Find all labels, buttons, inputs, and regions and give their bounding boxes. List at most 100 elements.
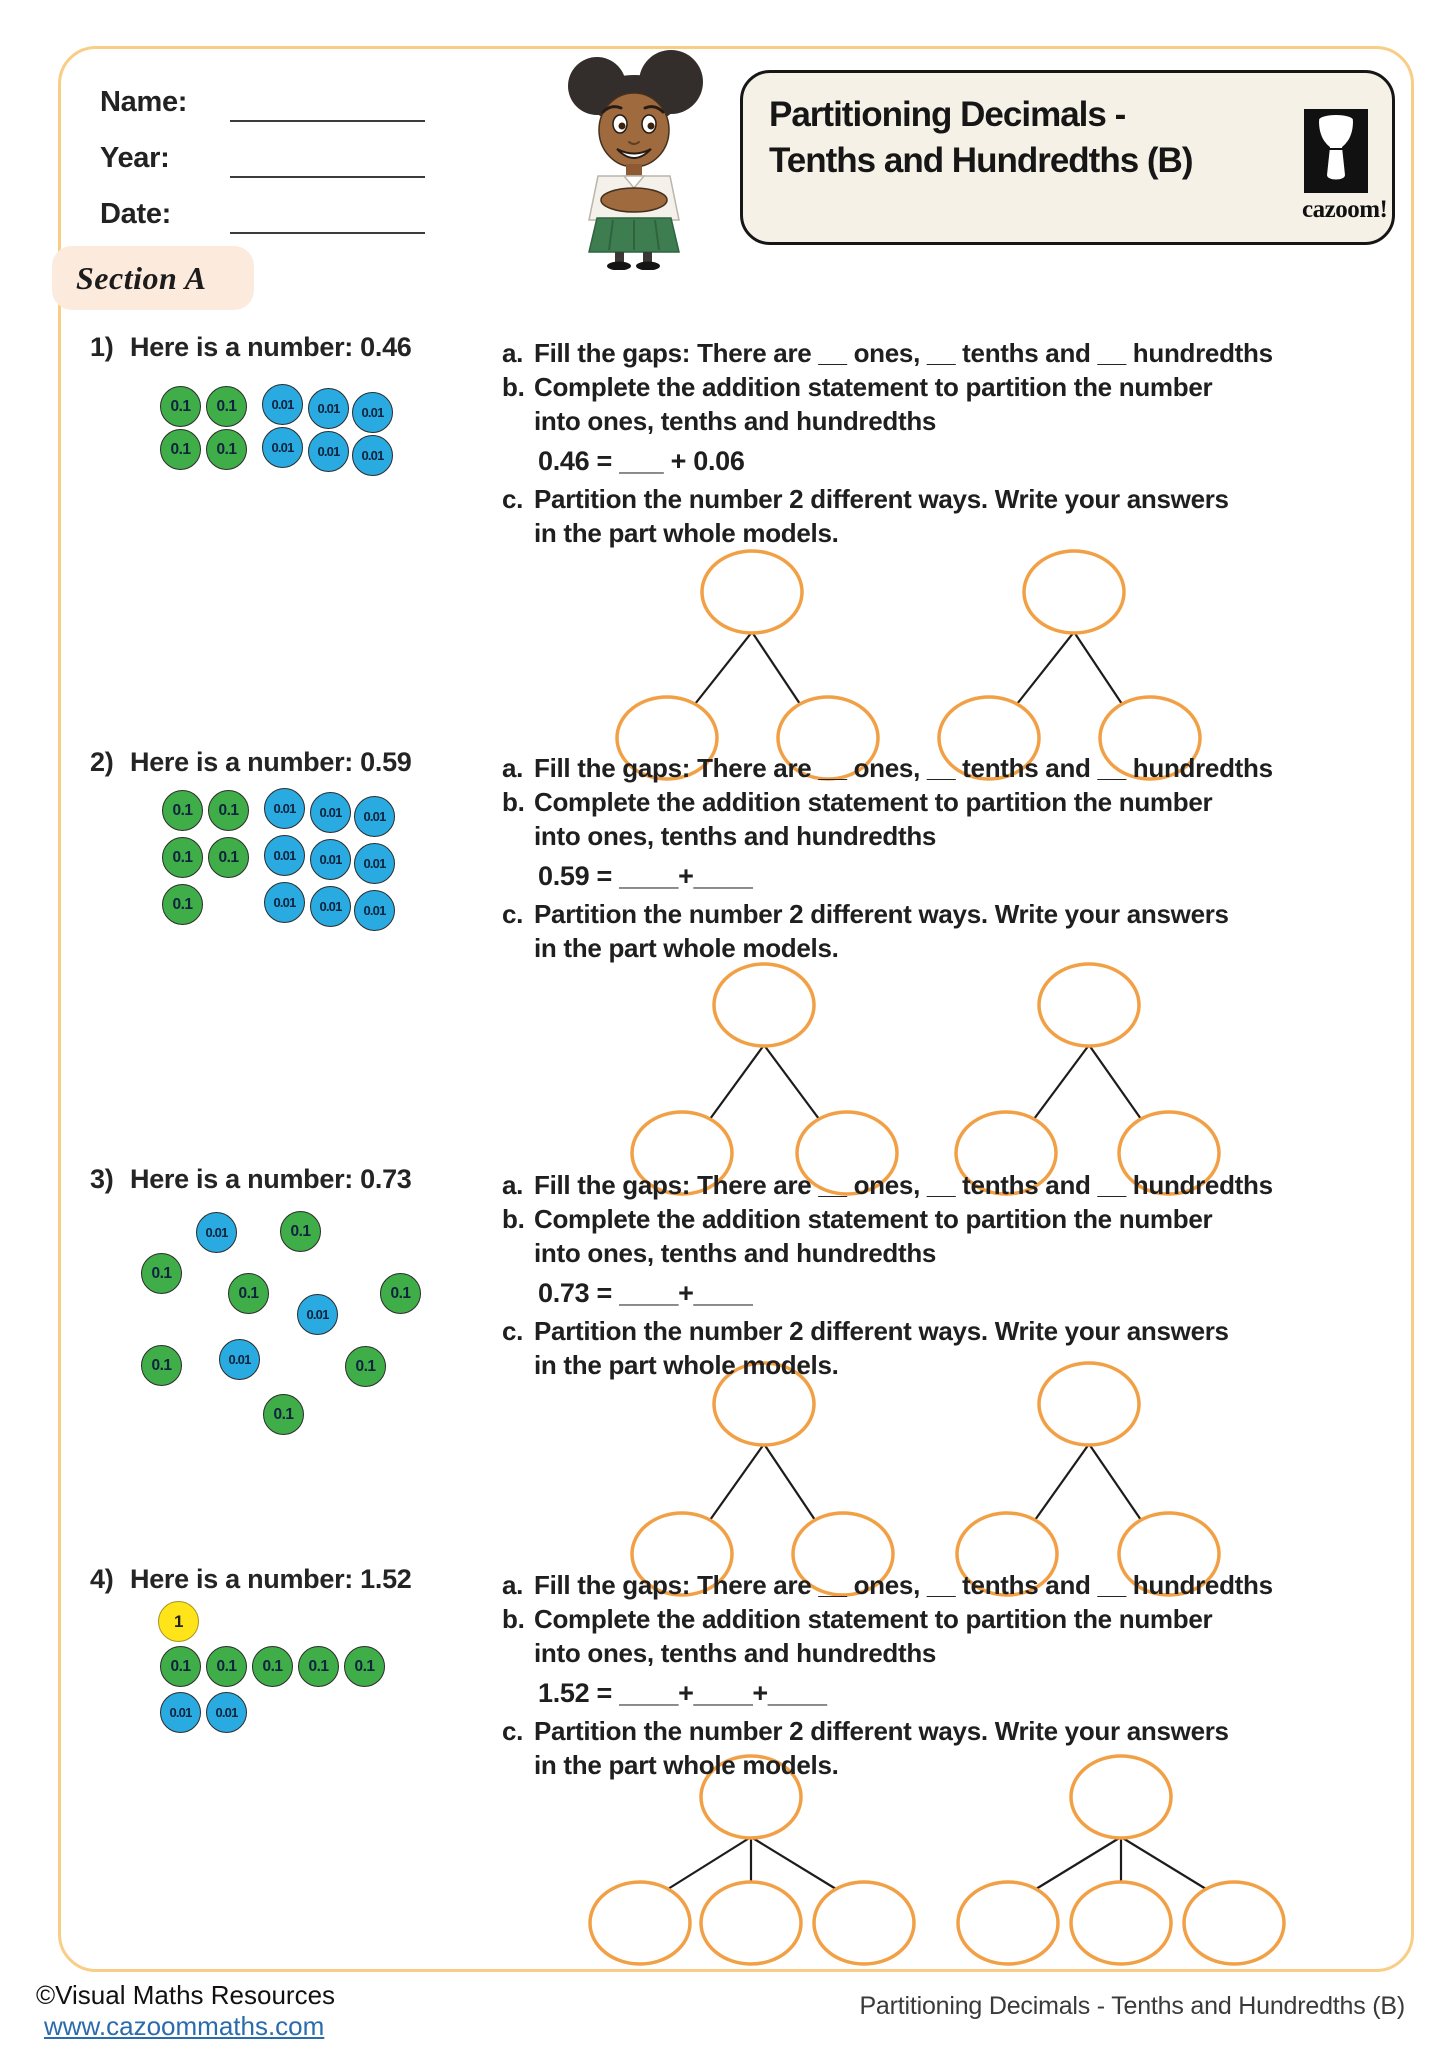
part-letter: c.: [502, 899, 524, 929]
question-prompt: Here is a number: 0.59: [130, 747, 412, 777]
question-1-addition-statement: 0.46 = ___ + 0.06: [538, 446, 745, 477]
place-value-counter-0.1: 0.1: [141, 1345, 182, 1386]
line-text: 0.46 = ___ + 0.06: [538, 446, 745, 476]
question-4-addition-statement: 1.52 = ____+____+____: [538, 1678, 827, 1709]
worksheet-title-line1: Partitioning Decimals -: [769, 95, 1126, 134]
footer-document-title: Partitioning Decimals - Tenths and Hundr…: [859, 1992, 1405, 2020]
cazoom-logo: cazoom!: [1302, 109, 1388, 224]
line-text: Partition the number 2 different ways. W…: [534, 899, 1229, 929]
place-value-counter-0.1: 0.1: [228, 1273, 269, 1314]
place-value-counter-0.1: 0.1: [160, 429, 201, 470]
question-4-part-a-text: a. Fill the gaps: There are __ ones, __ t…: [502, 1570, 1273, 1601]
place-value-counter-0.1: 0.1: [206, 386, 247, 427]
part-letter: c.: [502, 484, 524, 514]
line-text: in the part whole models.: [534, 933, 839, 963]
question-1-part-c-text-line1: c. Partition the number 2 different ways.…: [502, 484, 1229, 515]
place-value-counter-0.01: 0.01: [352, 392, 393, 433]
line-text: Fill the gaps: There are __ ones, __ ten…: [534, 1170, 1273, 1200]
question-1-part-a-text: a. Fill the gaps: There are __ ones, __ t…: [502, 338, 1273, 369]
line-text: 0.59 = ____+____: [538, 861, 753, 891]
question-number: 1): [90, 332, 114, 362]
question-2-part-c-text-line2: in the part whole models.: [534, 933, 839, 964]
year-line: [230, 176, 425, 178]
website-link[interactable]: www.cazoommaths.com: [44, 2011, 325, 2041]
part-letter: c.: [502, 1316, 524, 1346]
question-3-part-b-text-line1: b. Complete the addition statement to par…: [502, 1204, 1213, 1235]
place-value-counter-0.01: 0.01: [264, 835, 305, 876]
part-letter: b.: [502, 1204, 525, 1234]
line-text: Fill the gaps: There are __ ones, __ ten…: [534, 753, 1273, 783]
line-text: Partition the number 2 different ways. W…: [534, 1716, 1229, 1746]
line-text: Complete the addition statement to parti…: [534, 1204, 1213, 1234]
place-value-counter-0.1: 0.1: [206, 1646, 247, 1687]
worksheet-title-box: Partitioning Decimals - Tenths and Hundr…: [740, 70, 1395, 245]
line-text: into ones, tenths and hundredths: [534, 1638, 937, 1668]
part-letter: b.: [502, 1604, 525, 1634]
line-text: in the part whole models.: [534, 1350, 839, 1380]
section-a-label: Section A: [76, 259, 207, 296]
line-text: in the part whole models.: [534, 1750, 839, 1780]
place-value-counter-0.1: 0.1: [344, 1646, 385, 1687]
line-text: Fill the gaps: There are __ ones, __ ten…: [534, 1570, 1273, 1600]
question-2-addition-statement: 0.59 = ____+____: [538, 861, 753, 892]
place-value-counter-0.01: 0.01: [262, 384, 303, 425]
line-text: Partition the number 2 different ways. W…: [534, 1316, 1229, 1346]
place-value-counter-0.1: 0.1: [160, 1646, 201, 1687]
name-line: [230, 120, 425, 122]
line-text: Fill the gaps: There are __ ones, __ ten…: [534, 338, 1273, 368]
place-value-counter-0.01: 0.01: [354, 890, 395, 931]
part-letter: a.: [502, 338, 524, 368]
copyright-text: ©Visual Maths Resources: [36, 1980, 336, 2010]
place-value-counter-0.1: 0.1: [280, 1211, 321, 1252]
place-value-counter-0.01: 0.01: [219, 1339, 260, 1380]
place-value-counter-0.1: 0.1: [208, 790, 249, 831]
place-value-counter-0.1: 0.1: [141, 1253, 182, 1294]
line-text: Partition the number 2 different ways. W…: [534, 484, 1229, 514]
question-number: 2): [90, 747, 114, 777]
question-prompt: Here is a number: 1.52: [130, 1564, 412, 1594]
place-value-counter-0.01: 0.01: [264, 788, 305, 829]
part-letter: a.: [502, 1570, 524, 1600]
line-text: Complete the addition statement to parti…: [534, 372, 1213, 402]
question-2-part-b-text-line2: into ones, tenths and hundredths: [534, 821, 936, 852]
place-value-counter-0.1: 0.1: [345, 1346, 386, 1387]
question-number: 3): [90, 1164, 114, 1194]
question-4-heading: 4)Here is a number: 1.52: [90, 1564, 412, 1595]
line-text: into ones, tenths and hundredths: [534, 821, 937, 851]
question-3-part-a-text: a.Fill the gaps: There are __ ones, __ t…: [502, 1170, 1273, 1201]
line-text: in the part whole models.: [534, 518, 839, 548]
line-text: Complete the addition statement to parti…: [534, 1604, 1213, 1634]
place-value-counter-0.01: 0.01: [310, 839, 351, 880]
place-value-counter-0.01: 0.01: [352, 435, 393, 476]
place-value-counter-0.01: 0.01: [196, 1212, 237, 1253]
question-3-addition-statement: 0.73 = ____+____: [538, 1278, 753, 1309]
question-4-part-b-text-line2: into ones, tenths and hundredths: [534, 1638, 936, 1669]
question-prompt: Here is a number: 0.73: [130, 1164, 412, 1194]
place-value-counter-1: 1: [158, 1601, 199, 1642]
line-text: Complete the addition statement to parti…: [534, 787, 1213, 817]
question-3-part-c-text-line1: c. Partition the number 2 different ways.…: [502, 1316, 1229, 1347]
question-4-part-c-text-line1: c.Partition the number 2 different ways.…: [502, 1716, 1229, 1747]
date-label: Date:: [100, 198, 172, 230]
place-value-counter-0.01: 0.01: [262, 427, 303, 468]
question-2-part-b-text-line1: b.Complete the addition statement to par…: [502, 787, 1213, 818]
place-value-counter-0.1: 0.1: [206, 429, 247, 470]
line-text: into ones, tenths and hundredths: [534, 1238, 937, 1268]
date-line: [230, 232, 425, 234]
place-value-counter-0.01: 0.01: [310, 886, 351, 927]
question-4-part-c-text-line2: in the part whole models.: [534, 1750, 839, 1781]
page-border: [58, 46, 1414, 1972]
question-1-part-b-text-line2: into ones, tenths and hundredths: [534, 406, 936, 437]
question-3-heading: 3) Here is a number: 0.73: [90, 1164, 412, 1195]
place-value-counter-0.1: 0.1: [160, 386, 201, 427]
question-1-part-b-text-line1: b. Complete the addition statement to par…: [502, 372, 1213, 403]
worksheet-title-line2: Tenths and Hundredths (B): [769, 141, 1193, 180]
place-value-counter-0.1: 0.1: [162, 884, 203, 925]
question-1-part-c-text-line2: in the part whole models.: [534, 518, 839, 549]
question-3-part-c-text-line2: in the part whole models.: [534, 1350, 839, 1381]
place-value-counter-0.01: 0.01: [160, 1692, 201, 1733]
year-label: Year:: [100, 142, 170, 174]
place-value-counter-0.1: 0.1: [208, 837, 249, 878]
part-letter: b.: [502, 372, 525, 402]
question-2-part-a-text: a.Fill the gaps: There are __ ones, __ t…: [502, 753, 1273, 784]
